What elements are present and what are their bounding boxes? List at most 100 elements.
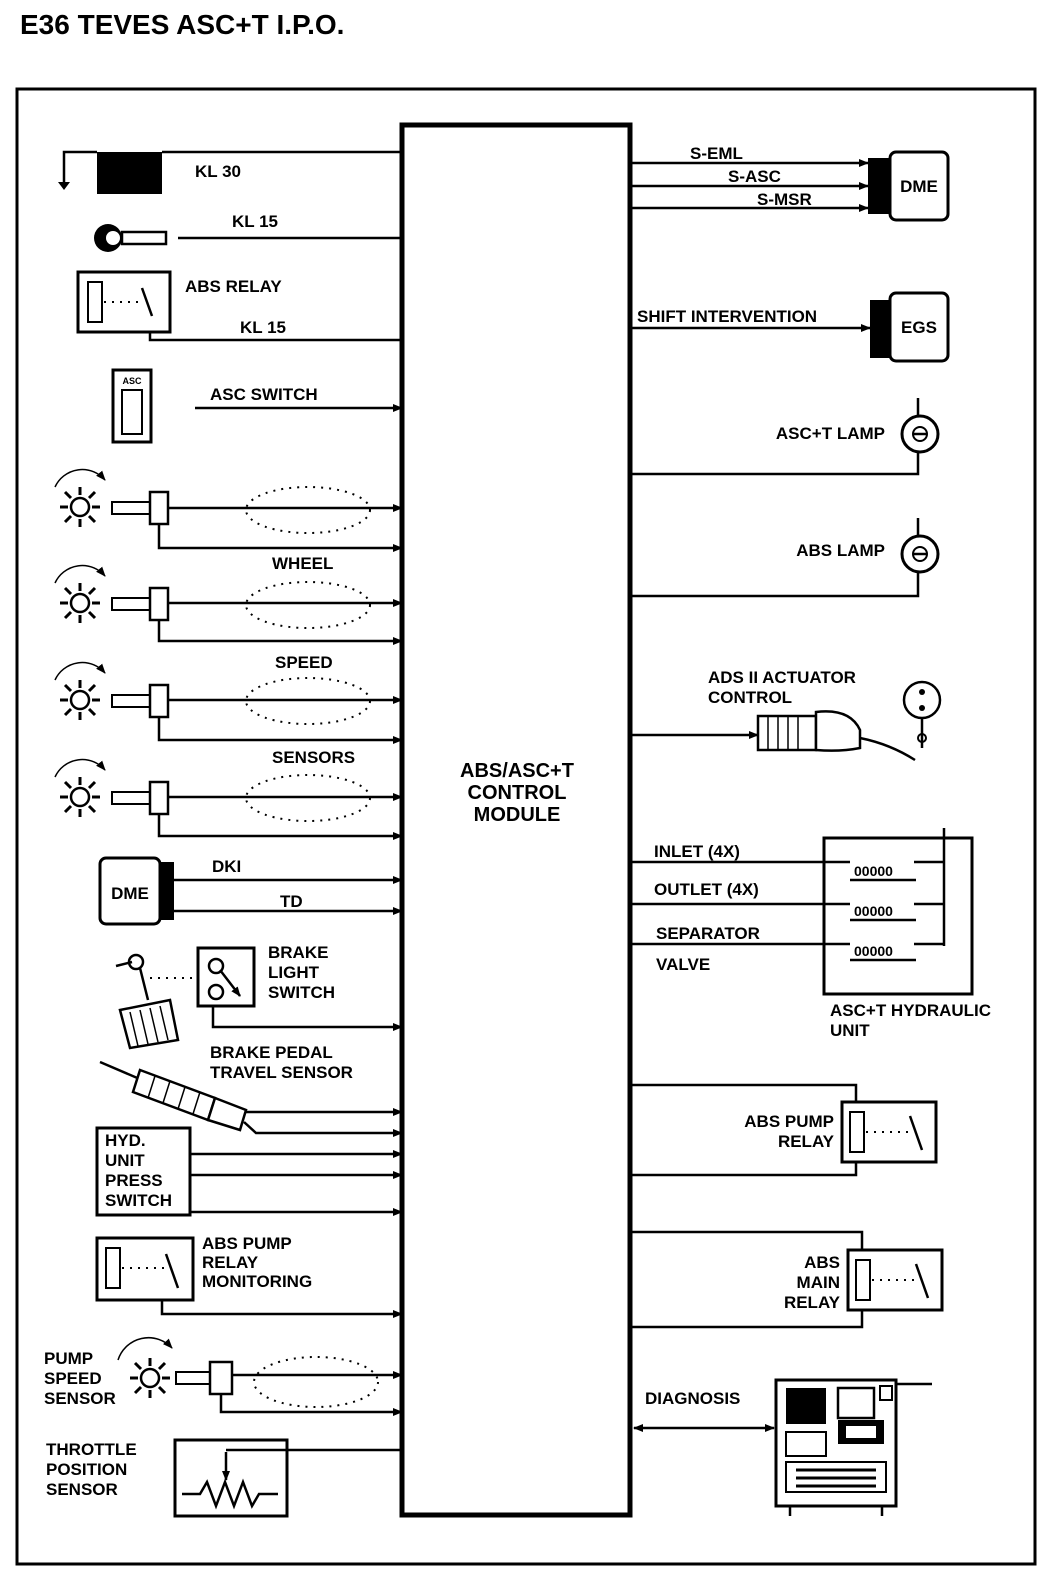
- brake-light-label-1: BRAKE: [268, 943, 328, 962]
- diagram-title: E36 TEVES ASC+T I.P.O.: [20, 9, 344, 40]
- brake-pedal-icon: [115, 953, 180, 1050]
- outlet-label: OUTLET (4X): [654, 880, 759, 899]
- brake-light-wire: [211, 1006, 403, 1031]
- throttle-label-1: THROTTLE: [46, 1440, 137, 1459]
- abs-pump-relay-label-2: RELAY: [778, 1132, 835, 1151]
- outer-frame: [15, 87, 1037, 1566]
- pump-monitor-wire: [160, 1300, 403, 1318]
- brake-light-label-2: LIGHT: [268, 963, 320, 982]
- pump-monitor-label-2: RELAY: [202, 1253, 259, 1272]
- hyd-unit-label-2: UNIT: [830, 1021, 870, 1040]
- ads-label-2: CONTROL: [708, 688, 792, 707]
- battery-icon: [58, 150, 162, 194]
- separator-coil: 00000: [854, 943, 893, 959]
- td-label: TD: [280, 892, 303, 911]
- abs-main-relay-wire-bottom: [630, 1310, 864, 1329]
- brake-pedal-travel-sensor-icon: [99, 1060, 248, 1132]
- module-label-line1: ABS/ASC+T: [460, 760, 574, 782]
- kl15-key-label: KL 15: [232, 212, 278, 231]
- abs-main-relay-label-3: RELAY: [784, 1293, 841, 1312]
- wheel-speed-sensor-4: [54, 758, 403, 840]
- asc-switch-label: ASC SWITCH: [210, 385, 318, 404]
- asct-lamp-label: ASC+T LAMP: [776, 424, 885, 443]
- abs-pump-relay-icon: [840, 1100, 938, 1164]
- abs-main-relay-icon: [846, 1248, 944, 1312]
- wheel-label: WHEEL: [272, 554, 333, 573]
- egs-box: [870, 291, 950, 363]
- wheel-sensor-icon: [58, 581, 102, 625]
- brake-light-switch-icon: [196, 946, 256, 1008]
- ads-label-1: ADS II ACTUATOR: [708, 668, 856, 687]
- abs-main-relay-wire-top: [630, 1230, 864, 1250]
- abs-main-relay-label-2: MAIN: [797, 1273, 840, 1292]
- wheel-speed-sensor-1: [54, 468, 403, 552]
- valve-coils: 00000 00000 00000: [850, 828, 946, 962]
- diagnostic-tester-icon: [774, 1378, 932, 1516]
- inlet-label: INLET (4X): [654, 842, 740, 861]
- brake-pedal-label-1: BRAKE PEDAL: [210, 1043, 333, 1062]
- ads-actuator-icon: [756, 680, 942, 762]
- abs-pump-relay-label-1: ABS PUMP: [744, 1112, 834, 1131]
- brake-pedal-label-2: TRAVEL SENSOR: [210, 1063, 353, 1082]
- wheel-speed-sensor-2: [54, 564, 403, 645]
- asc-switch-icon: [111, 368, 153, 444]
- outlet-coil: 00000: [854, 903, 893, 919]
- pump-speed-sensor-icon: [117, 1336, 379, 1408]
- s-eml-label: S-EML: [690, 144, 743, 163]
- hyd-press-label-2: UNIT: [105, 1151, 145, 1170]
- dme-input-box: [98, 856, 174, 926]
- module-label-line3: MODULE: [474, 804, 561, 826]
- ignition-key-icon: [94, 224, 168, 252]
- hyd-press-label-1: HYD.: [105, 1131, 146, 1150]
- abs-lamp-label: ABS LAMP: [796, 541, 885, 560]
- module-label-line2: CONTROL: [468, 782, 567, 804]
- abs-pump-relay-wire-top: [630, 1083, 858, 1103]
- hyd-press-label-4: SWITCH: [105, 1191, 172, 1210]
- abs-pump-relay-wire-bottom: [630, 1162, 858, 1177]
- pump-speed-wire-2: [219, 1394, 403, 1416]
- dme-input-label: DME: [111, 884, 149, 903]
- separator-label: SEPARATOR: [656, 924, 760, 943]
- control-module-box: [399, 122, 633, 1518]
- kl15-relay-label: KL 15: [240, 318, 286, 337]
- brake-light-label-3: SWITCH: [268, 983, 335, 1002]
- pump-speed-label-1: PUMP: [44, 1349, 93, 1368]
- inlet-coil: 00000: [854, 863, 893, 879]
- speed-label: SPEED: [275, 653, 333, 672]
- asct-lamp-wire: [630, 452, 920, 476]
- throttle-label-2: POSITION: [46, 1460, 127, 1479]
- abs-relay-label: ABS RELAY: [185, 277, 282, 296]
- diagnosis-label: DIAGNOSIS: [645, 1389, 740, 1408]
- wheel-sensor-icon: [58, 678, 102, 722]
- abs-main-relay-label-1: ABS: [804, 1253, 840, 1272]
- dme-output-label: DME: [900, 177, 938, 196]
- hydraulic-unit-box: [822, 836, 974, 996]
- abs-pump-relay-monitoring-icon: [95, 1236, 195, 1302]
- hyd-unit-label-1: ASC+T HYDRAULIC: [830, 1001, 991, 1020]
- pump-speed-label-3: SENSOR: [44, 1389, 116, 1408]
- throttle-position-sensor-icon: [173, 1438, 289, 1518]
- hyd-press-label-3: PRESS: [105, 1171, 163, 1190]
- wheel-speed-sensor-3: [54, 661, 403, 744]
- s-msr-label: S-MSR: [757, 190, 812, 209]
- s-asc-label: S-ASC: [728, 167, 781, 186]
- shift-intervention-label: SHIFT INTERVENTION: [637, 307, 817, 326]
- pump-monitor-label-1: ABS PUMP: [202, 1234, 292, 1253]
- egs-label: EGS: [901, 318, 937, 337]
- asct-lamp-icon: [900, 414, 940, 454]
- abs-relay-icon: [76, 270, 172, 334]
- pump-speed-label-2: SPEED: [44, 1369, 102, 1388]
- dme-output-box: [868, 150, 950, 222]
- wheel-sensor-icon: [58, 485, 102, 529]
- kl30-label: KL 30: [195, 162, 241, 181]
- sensors-label: SENSORS: [272, 748, 355, 767]
- kl15-relay-wire: [148, 332, 402, 342]
- throttle-label-3: SENSOR: [46, 1480, 118, 1499]
- abs-lamp-wire: [630, 572, 920, 598]
- asc-badge-label: ASC: [122, 376, 142, 386]
- abs-lamp-icon: [900, 534, 940, 574]
- pedal-travel-wire-2: [243, 1121, 403, 1137]
- pump-monitor-label-3: MONITORING: [202, 1272, 312, 1291]
- valve-label: VALVE: [656, 955, 710, 974]
